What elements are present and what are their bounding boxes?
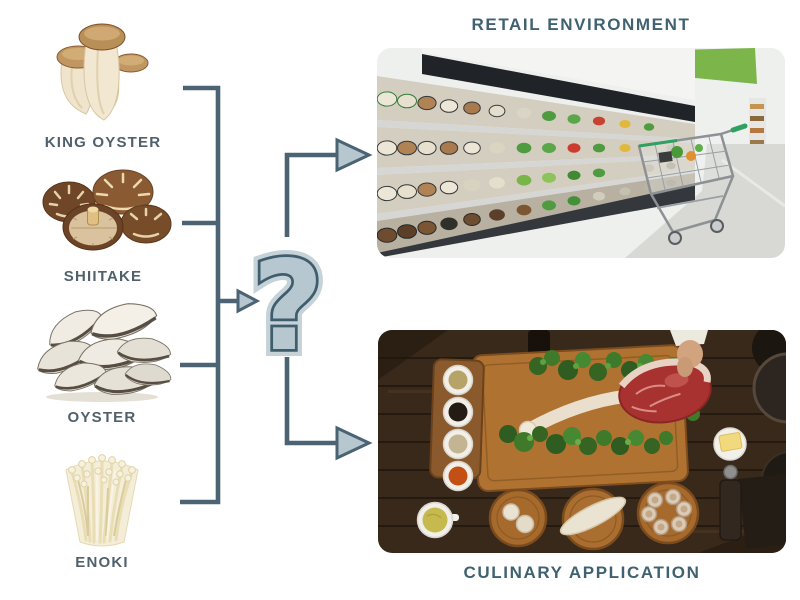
slate-board: [738, 473, 786, 549]
mushroom-label: ENOKI: [75, 554, 129, 571]
culinary-panel: CULINARY APPLICATION: [378, 330, 786, 584]
mushroom-figure-shiitake: SHIITAKE: [33, 162, 173, 285]
kale-garnish-lower: [499, 425, 673, 455]
question-mark-icon: ?: [252, 235, 324, 379]
supermarket-produce-aisle-photo: [377, 48, 785, 258]
mushroom-figure-enoki: ENOKI: [52, 436, 152, 571]
oyster-mushrooms-photo: [32, 303, 175, 402]
culinary-title: CULINARY APPLICATION: [463, 563, 701, 582]
case-canopy: [422, 54, 695, 122]
round-board-caps: [636, 481, 700, 545]
retail-photo-frame: [377, 48, 785, 258]
arrow-to-question-mark: [218, 288, 261, 314]
culinary-photo-frame: [378, 330, 786, 553]
enoki-mushrooms-photo: [65, 454, 139, 547]
shelf-row-3: [377, 162, 676, 202]
oil-cup: [416, 501, 459, 539]
spice-tray: [429, 358, 485, 492]
round-board-parsnip: [559, 487, 627, 551]
mushroom-label: SHIITAKE: [63, 268, 143, 285]
retail-title: RETAIL ENVIRONMENT: [471, 15, 691, 34]
pepper-grinder: [719, 464, 742, 541]
round-board-mushrooms: [488, 488, 548, 548]
shelf-row-1: [377, 91, 676, 133]
green-wall-panel: [675, 48, 757, 84]
arrow-to-retail: [284, 137, 373, 237]
bracket-line: [180, 85, 221, 505]
shopping-cart: [637, 123, 748, 245]
shelf-row-4: [377, 179, 676, 243]
chef-arm: [670, 330, 708, 346]
shiitake-mushrooms-photo: [42, 169, 172, 251]
overhead-culinary-prep-table-photo: [378, 330, 786, 553]
butter-dish: [713, 427, 747, 461]
mushroom-label: OYSTER: [67, 409, 137, 426]
king-oyster-mushrooms-photo: [56, 23, 149, 121]
tomahawk-steak: [518, 330, 712, 440]
mushroom-figure-oyster: OYSTER: [28, 303, 176, 426]
store-floor: [625, 144, 785, 258]
shelf-row-2: [377, 140, 676, 156]
retail-panel: RETAIL ENVIRONMENT: [377, 14, 785, 258]
mushroom-figure-king-oyster: KING OYSTER: [38, 10, 168, 151]
question-mark-icon-halo: ?: [252, 235, 324, 379]
arrow-to-culinary: [284, 357, 373, 461]
mushroom-label: KING OYSTER: [44, 134, 162, 151]
